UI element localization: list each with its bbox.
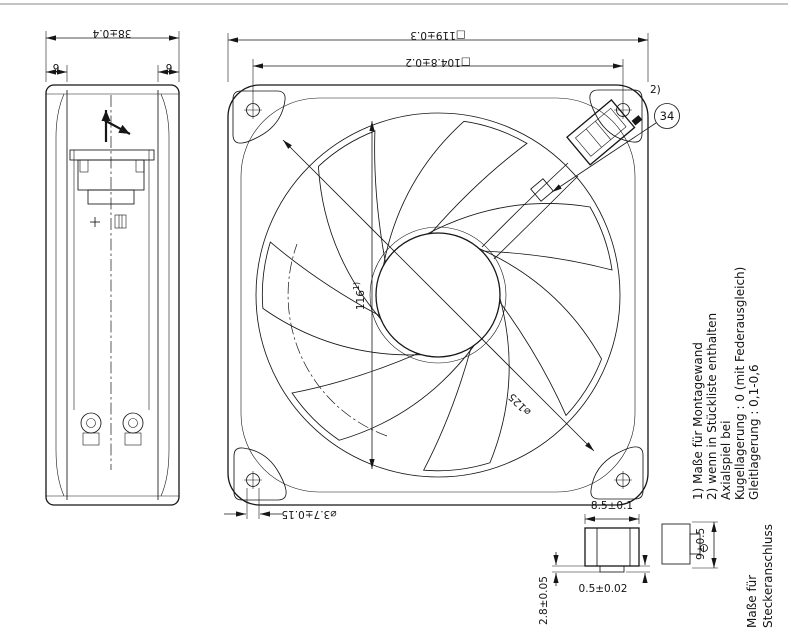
fan-blade [241, 241, 438, 383]
dimension-text-6-right: 6 [165, 61, 172, 73]
side-view-outline [45, 84, 180, 506]
note-line-4: Kugellagerung : 0 (mit Federausgleich) [733, 267, 747, 500]
dimension-text-125: ⌀125 [506, 391, 533, 418]
dimension-text-0-5: 0.5±0.02 [579, 583, 628, 595]
venturi-profile-right [160, 93, 170, 497]
dimension-text-104-8: □104.8±0.2 [405, 56, 470, 68]
dimension-text-2-8: 2.8±0.05 [538, 576, 550, 625]
dimension-text-116: 1161) [352, 282, 367, 310]
note-line-5: Gleitlagerung : 0,1-0,6 [747, 364, 761, 500]
dimension-text-9: 9±0.5 [695, 528, 707, 560]
motor-assembly [69, 149, 155, 229]
fan-blade [450, 228, 619, 416]
motor-flange-plate [69, 149, 155, 161]
screw-boss-left [80, 412, 102, 446]
plug-step [689, 533, 701, 555]
note-line-2: 2) wenn in Stückliste enthalten [705, 313, 719, 500]
balloon-callout: 2) 34 [551, 84, 680, 193]
dimension-text-6-left: 6 [52, 61, 59, 73]
detail-caption-line-2: Steckeranschluss [761, 524, 775, 628]
pin-end-circle [700, 544, 708, 552]
fan-blade [423, 289, 531, 486]
notes: 1) Maße für Montagewand 2) wenn in Stück… [691, 267, 761, 500]
connector-contact [631, 115, 643, 126]
rotation-arrow-icon [103, 119, 131, 135]
dimension-text-8-5: 8.5±0.1 [591, 500, 633, 512]
dimension-ref-116: 1) [352, 282, 361, 290]
airflow-direction-arrows [101, 110, 131, 142]
lead-wire [493, 175, 579, 260]
venturi-profile-left [55, 93, 65, 497]
venturi-outer-contour [240, 97, 636, 493]
dimension-line-diagonal-125 [282, 139, 595, 452]
polarity-plus-icon [90, 217, 100, 227]
note-line-1: 1) Maße für Montagewand [691, 342, 705, 500]
side-view: 38±0.4 6 6 [45, 27, 180, 506]
front-view-dimensions: □119±0.3 □104.8±0.2 1161) ⌀125 ⌀3.7±0.15 [224, 29, 649, 520]
dimension-value-116: 116 [355, 290, 367, 310]
dimension-text-38: 38±0.4 [92, 27, 131, 39]
dimension-text-119: □119±0.3 [410, 29, 465, 41]
mounting-corner-top-right [589, 89, 643, 143]
balloon-leader-line [551, 122, 657, 193]
plug-section [661, 523, 708, 565]
front-view: 2) 34 □119±0.3 □104.8±0.2 1161) ⌀125 ⌀3.… [224, 29, 680, 520]
terminal-block [114, 214, 127, 229]
mounting-corner-bottom-left [233, 447, 287, 501]
connector-detail: 8.5±0.1 0.5±0.02 2.8±0.05 [538, 500, 775, 628]
balloon-circle [654, 103, 680, 129]
screw-boss-right [122, 412, 144, 446]
lead-wire [481, 162, 569, 248]
fan-body-outline [227, 84, 649, 506]
balloon-number: 34 [660, 109, 675, 123]
plug-body-section [661, 523, 691, 565]
note-line-3: Axialspiel bei [719, 421, 733, 500]
impeller [241, 101, 619, 486]
lead-wire-and-connector [481, 99, 643, 260]
dimension-text-3-7: ⌀3.7±0.15 [281, 508, 336, 520]
detail-caption-line-1: Maße für [745, 575, 759, 628]
fan-blade [426, 203, 613, 271]
venturi-opening [255, 112, 621, 478]
receptacle-housing [584, 527, 640, 573]
flat-pin [599, 565, 625, 573]
balloon-ref-text: 2) [650, 84, 661, 96]
side-view-dimensions: 38±0.4 6 6 [45, 27, 180, 82]
mounting-corner-bottom-right [590, 446, 644, 500]
mounting-corner-top-left [232, 90, 286, 144]
cable-clamp [530, 178, 554, 202]
